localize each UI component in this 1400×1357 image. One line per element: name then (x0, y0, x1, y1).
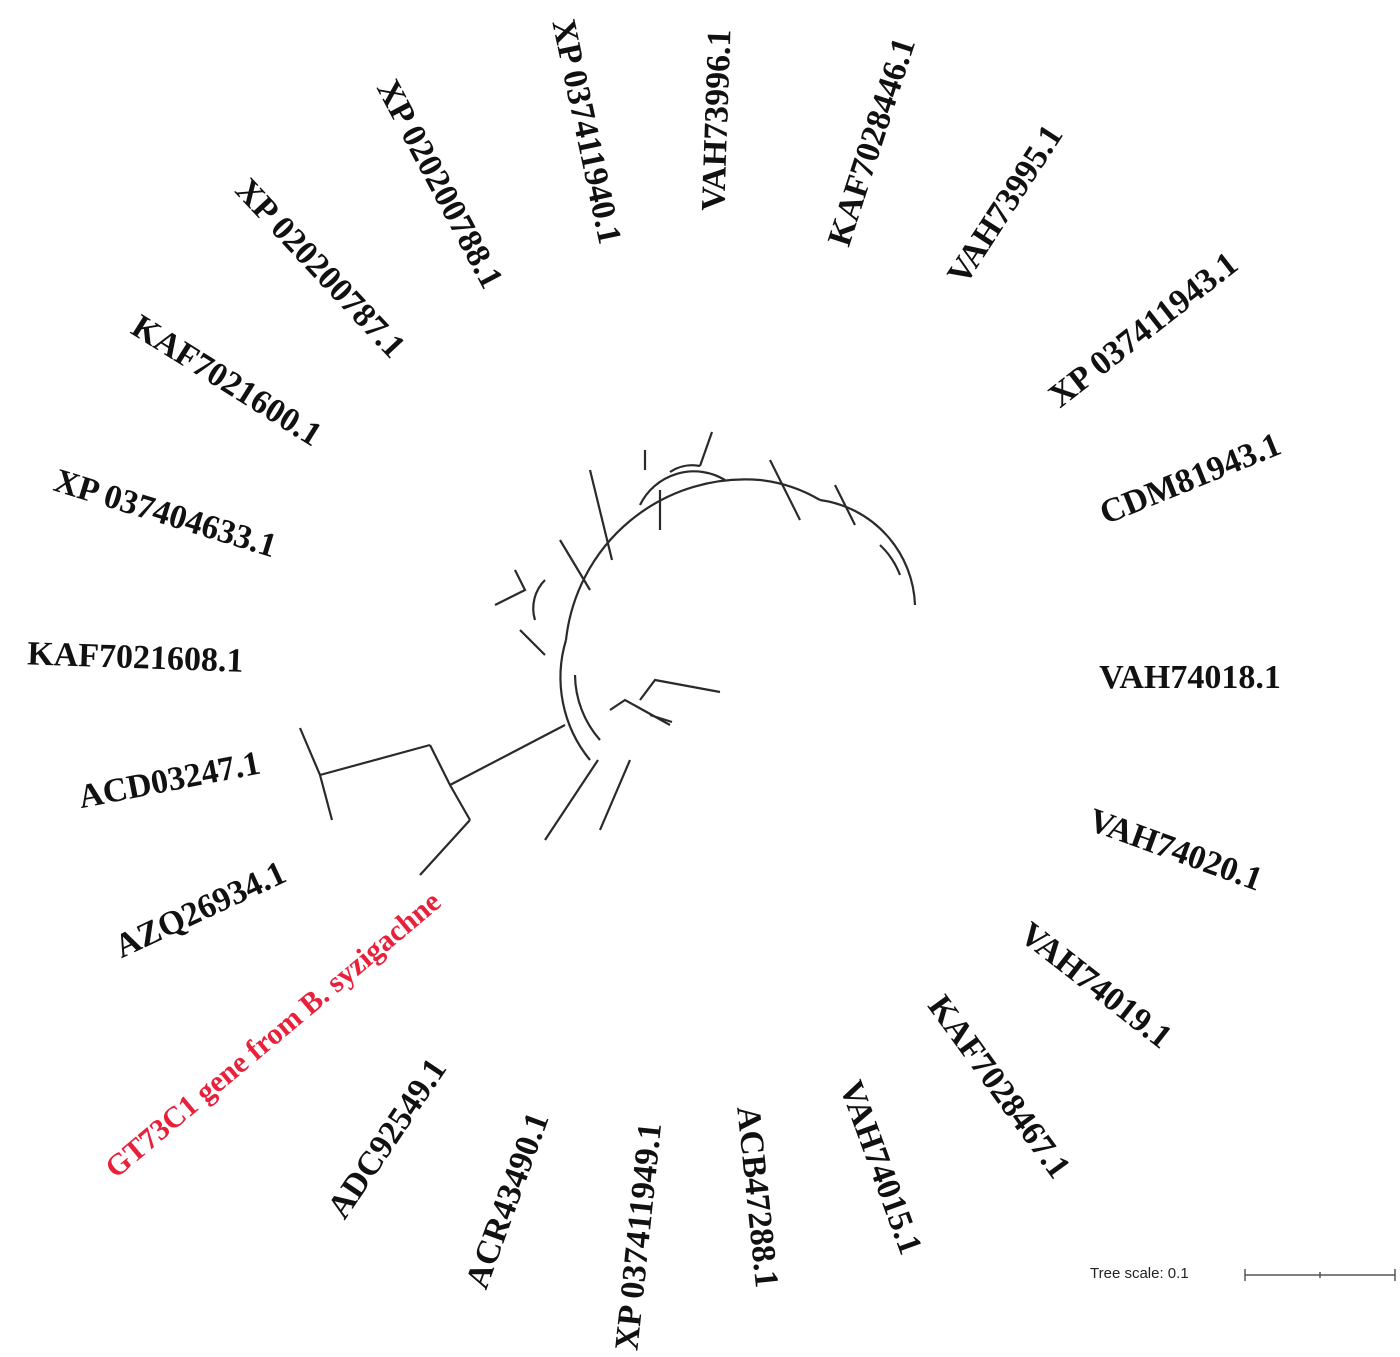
leaf-label-l12: KAF7021608.1 (27, 635, 244, 680)
tree-branch (649, 713, 673, 724)
tree-branch (319, 743, 431, 777)
leaf-label-l3: KAF7028467.1 (920, 989, 1077, 1186)
leaf-label-l20: VAH73995.1 (940, 118, 1070, 291)
tree-branch (639, 678, 721, 701)
leaf-label-l5: ACB47288.1 (729, 1104, 785, 1289)
leaf-label-l10: AZQ26934.1 (109, 854, 292, 965)
tree-branch (698, 431, 714, 467)
leaf-label-l2: VAH74019.1 (1013, 915, 1179, 1056)
leaf-label-l7: ACR43490.1 (459, 1108, 557, 1294)
leaf-label-l15: XP 020200787.1 (228, 172, 412, 366)
leaf-label-l6: XP 037411949.1 (608, 1121, 669, 1352)
tree-branch (519, 629, 546, 656)
leaf-label-l14: KAF7021600.1 (125, 308, 328, 454)
tree-branch (429, 744, 471, 821)
leaf-label-l19: KAF7028446.1 (821, 33, 923, 250)
tree-branch (544, 759, 599, 841)
leaf-label-l18: VAH73996.1 (695, 29, 738, 212)
tree-branch (588, 469, 614, 561)
tree-branch (564, 478, 761, 641)
tree-branch (532, 579, 546, 621)
leaf-label-l11: ACD03247.1 (75, 745, 263, 816)
tree-branch (609, 698, 671, 726)
leaf-label-l4: VAH74015.1 (832, 1076, 929, 1259)
leaf-label-l22: CDM81943.1 (1095, 426, 1287, 532)
tree-branch (879, 544, 902, 576)
tree-branch (419, 819, 471, 876)
tree-scale-bar: Tree scale: 0.1 (1090, 1265, 1396, 1282)
tree-branch (573, 674, 601, 741)
tree-branch (769, 459, 801, 521)
tree-branch (669, 464, 701, 473)
tree-scale-label: Tree scale: 0.1 (1090, 1265, 1189, 1282)
tree-branch (598, 759, 632, 831)
tree-branch (819, 498, 917, 606)
leaf-label-l13: XP 037404633.1 (50, 462, 281, 565)
tree-branch (449, 724, 566, 786)
tree-branches (298, 431, 917, 876)
tree-branch (834, 484, 856, 526)
tree-branch (494, 569, 527, 606)
tree-branch (639, 470, 726, 506)
tree-branch (559, 639, 591, 761)
tree-branch (759, 478, 821, 501)
leaf-label-l16: XP 020200788.1 (369, 74, 510, 295)
leaf-labels: VAH74018.1VAH74020.1VAH74019.1KAF7028467… (27, 16, 1287, 1352)
tree-branch (298, 727, 334, 821)
leaf-label-l8: ADC92549.1 (321, 1052, 455, 1225)
leaf-label-l0: VAH74018.1 (1099, 659, 1281, 696)
leaf-label-l1: VAH74020.1 (1084, 802, 1267, 899)
tree-branch (559, 539, 591, 591)
leaf-label-l21: XP 037411943.1 (1042, 245, 1245, 415)
leaf-label-l17: XP 037411940.1 (544, 16, 628, 247)
